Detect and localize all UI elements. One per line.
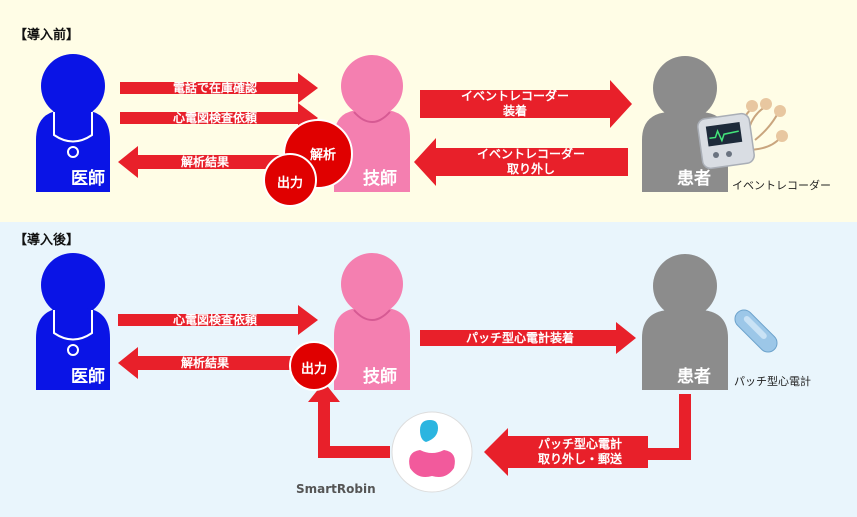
before-section-title: 【導入前】 [14, 28, 80, 43]
arrow-label-ecg-request-before: 心電図検査依頼 [172, 110, 257, 125]
arrow-attach-recorder [420, 80, 632, 128]
technician-person-icon [334, 55, 410, 192]
smartrobin-logo-icon [391, 411, 473, 493]
technician-person-icon [334, 253, 410, 390]
circle-output-label-before: 出力 [276, 176, 303, 191]
arrow-label-remove-recorder: イベントレコーダー 取り外し [446, 147, 616, 177]
arrow-patch-return-down [648, 394, 691, 460]
circle-output-label-after: 出力 [300, 362, 327, 377]
arrow-smartrobin-to-output [308, 382, 390, 458]
arrow-analysis-result-before [118, 146, 300, 178]
arrow-ecg-request-before [120, 103, 318, 133]
arrow-phone-stock [120, 73, 318, 103]
arrow-label-attach-recorder: イベントレコーダー 装着 [430, 89, 600, 119]
patient-name-after: 患者 [677, 367, 711, 387]
event-recorder-label: イベントレコーダー [732, 179, 831, 192]
patient-name-before: 患者 [677, 169, 711, 189]
arrow-label-remove-line1: イベントレコーダー [476, 147, 585, 161]
arrow-ecg-request-after [118, 305, 318, 335]
arrow-label-patch-attach: パッチ型心電計装着 [465, 330, 574, 345]
arrow-label-patch-remove-line1: パッチ型心電計 [537, 437, 622, 451]
technician-name-after: 技師 [363, 367, 397, 387]
circle-analysis-label: 解析 [309, 148, 336, 163]
arrow-label-analysis-result-after: 解析結果 [180, 355, 229, 370]
doctor-person-icon [36, 54, 110, 192]
arrow-patch-remove-mail [484, 428, 648, 476]
circle-output-before [263, 153, 317, 207]
arrow-label-patch-remove-line2: 取り外し・郵送 [537, 452, 622, 466]
arrow-label-attach-line1: イベントレコーダー [460, 89, 569, 103]
doctor-person-icon [36, 253, 110, 390]
arrow-label-remove-line2: 取り外し [506, 162, 555, 176]
circle-output-after [289, 341, 339, 391]
event-recorder-icon [697, 98, 788, 170]
arrow-analysis-result-after [118, 347, 300, 379]
arrow-label-phone-stock: 電話で在庫確認 [172, 80, 257, 95]
arrow-patch-attach [420, 322, 636, 354]
smartrobin-brand-label: SmartRobin [296, 482, 376, 496]
technician-name-before: 技師 [363, 169, 397, 189]
arrow-label-attach-line2: 装着 [502, 104, 527, 118]
arrow-label-analysis-result-before: 解析結果 [180, 154, 229, 169]
doctor-name-after: 医師 [71, 367, 105, 387]
arrow-label-ecg-request-after: 心電図検査依頼 [172, 312, 257, 327]
arrow-remove-recorder [414, 138, 628, 186]
patch-ecg-icon [734, 309, 778, 353]
doctor-name-before: 医師 [71, 169, 105, 189]
patch-ecg-label: パッチ型心電計 [734, 375, 811, 388]
patient-person-icon [642, 254, 728, 390]
arrow-label-patch-remove: パッチ型心電計 取り外し・郵送 [512, 437, 648, 467]
after-section-title: 【導入後】 [14, 233, 80, 248]
